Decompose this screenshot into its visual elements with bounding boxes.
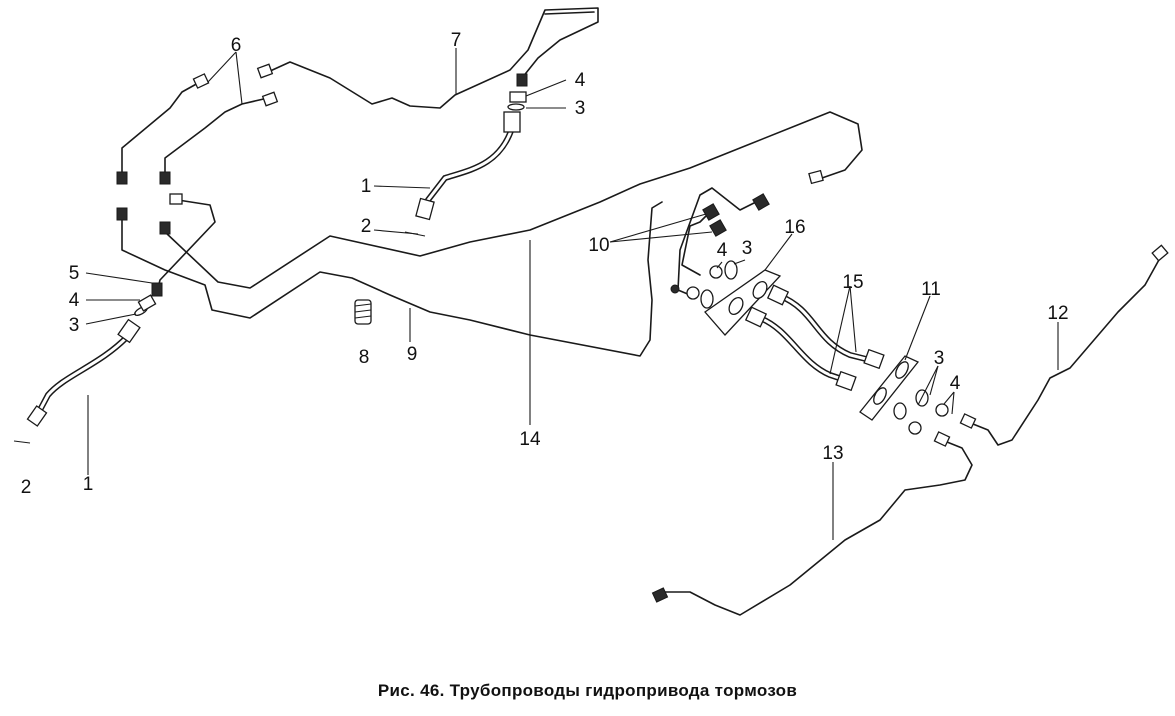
callout-4-right: 4 bbox=[950, 373, 961, 394]
washer-3-top bbox=[507, 103, 525, 111]
callout-12: 12 bbox=[1047, 303, 1068, 324]
callout-11: 11 bbox=[921, 279, 941, 300]
pipe-5 bbox=[151, 193, 216, 297]
callout-3-top: 3 bbox=[575, 98, 586, 119]
callout-3-left: 3 bbox=[69, 315, 80, 336]
nut-4-top bbox=[509, 91, 527, 103]
callout-13: 13 bbox=[822, 443, 843, 464]
hose-1-left bbox=[13, 318, 141, 444]
pipes-10 bbox=[677, 187, 770, 296]
pipe-7 bbox=[256, 7, 599, 109]
bracket-16 bbox=[704, 269, 782, 336]
figure-caption: Рис. 46. Трубопроводы гидропривода тормо… bbox=[377, 681, 798, 700]
pipe-9 bbox=[116, 201, 663, 357]
pipe-13 bbox=[651, 431, 973, 616]
callout-15: 15 bbox=[842, 272, 863, 293]
callout-1-top: 1 bbox=[361, 176, 372, 197]
callout-14: 14 bbox=[519, 429, 541, 450]
callout-16: 16 bbox=[784, 217, 805, 238]
callout-4-top: 4 bbox=[575, 70, 586, 91]
hoses-15 bbox=[744, 284, 885, 392]
callout-6: 6 bbox=[231, 35, 242, 56]
callout-1-left: 1 bbox=[83, 474, 94, 495]
nut-4-left bbox=[137, 294, 157, 312]
callout-8: 8 bbox=[359, 347, 370, 368]
callout-3-mid: 3 bbox=[742, 238, 753, 259]
nuts-washers-16 bbox=[670, 260, 738, 309]
callout-4-mid: 4 bbox=[717, 240, 728, 261]
callout-2-left: 2 bbox=[21, 477, 32, 498]
pipe-14 bbox=[159, 111, 863, 289]
callout-7: 7 bbox=[451, 30, 462, 51]
leader-lines bbox=[85, 48, 1059, 540]
callout-3-right: 3 bbox=[934, 348, 945, 369]
spring-8 bbox=[354, 299, 372, 325]
pipe-12 bbox=[959, 244, 1169, 446]
callout-4-left: 4 bbox=[69, 290, 80, 311]
hose-1-top bbox=[404, 111, 521, 237]
callout-10: 10 bbox=[588, 235, 609, 256]
pipes-6 bbox=[116, 73, 279, 185]
callout-2-top: 2 bbox=[361, 216, 372, 237]
callout-5: 5 bbox=[69, 263, 80, 284]
nuts-washers-11 bbox=[893, 389, 949, 435]
callout-9: 9 bbox=[407, 344, 418, 365]
bracket-11 bbox=[859, 355, 920, 421]
